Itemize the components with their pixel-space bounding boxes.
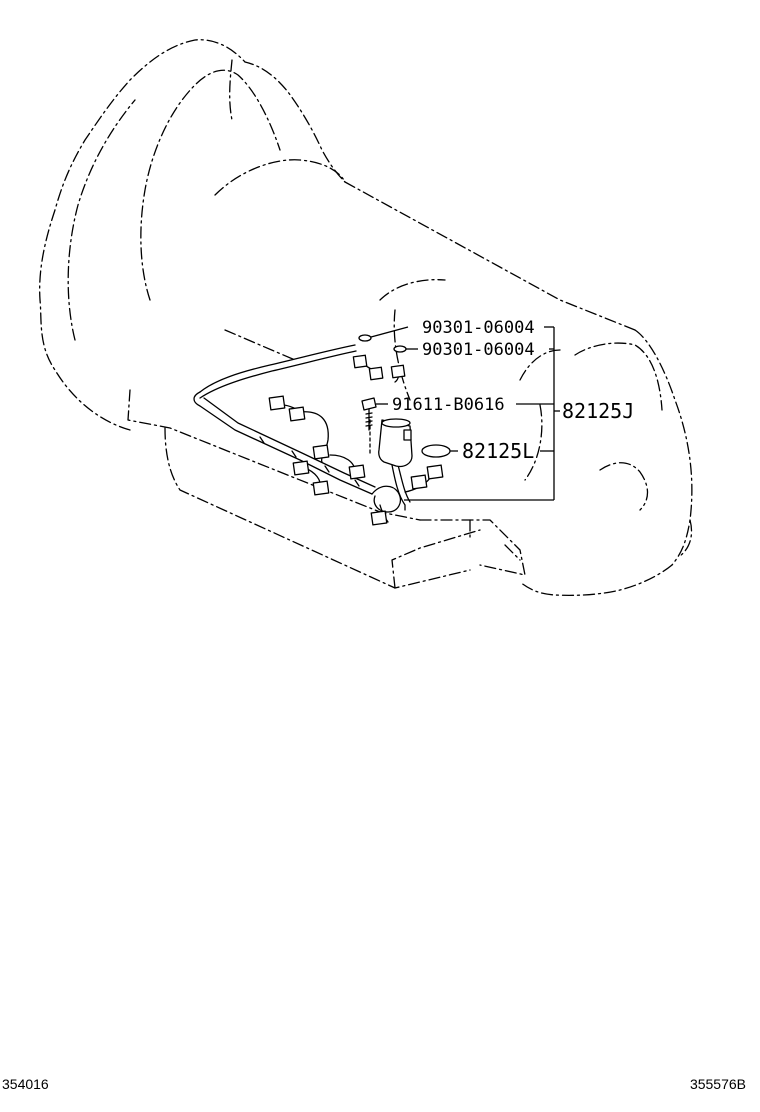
part-number-o-ring-2[interactable]: 90301-06004 — [422, 340, 535, 360]
diagram-code-left: 354016 — [2, 1076, 49, 1092]
clamp-ring-icon — [421, 444, 451, 458]
diagram-code-right: 355576B — [689, 1076, 746, 1092]
wire-harness — [193, 344, 444, 526]
part-number-harness-assy[interactable]: 82125J — [562, 399, 634, 423]
part-number-clamp[interactable]: 82125L — [462, 439, 534, 463]
bolt-icon — [361, 397, 377, 431]
part-number-bolt[interactable]: 91611-B0616 — [392, 395, 505, 415]
part-number-o-ring-1[interactable]: 90301-06004 — [422, 318, 535, 338]
o-ring-1-icon — [358, 334, 372, 342]
sensor-connector — [369, 418, 413, 468]
leader-lines — [370, 326, 560, 501]
o-ring-2-icon — [393, 345, 407, 353]
transmission-housing — [39, 39, 693, 596]
